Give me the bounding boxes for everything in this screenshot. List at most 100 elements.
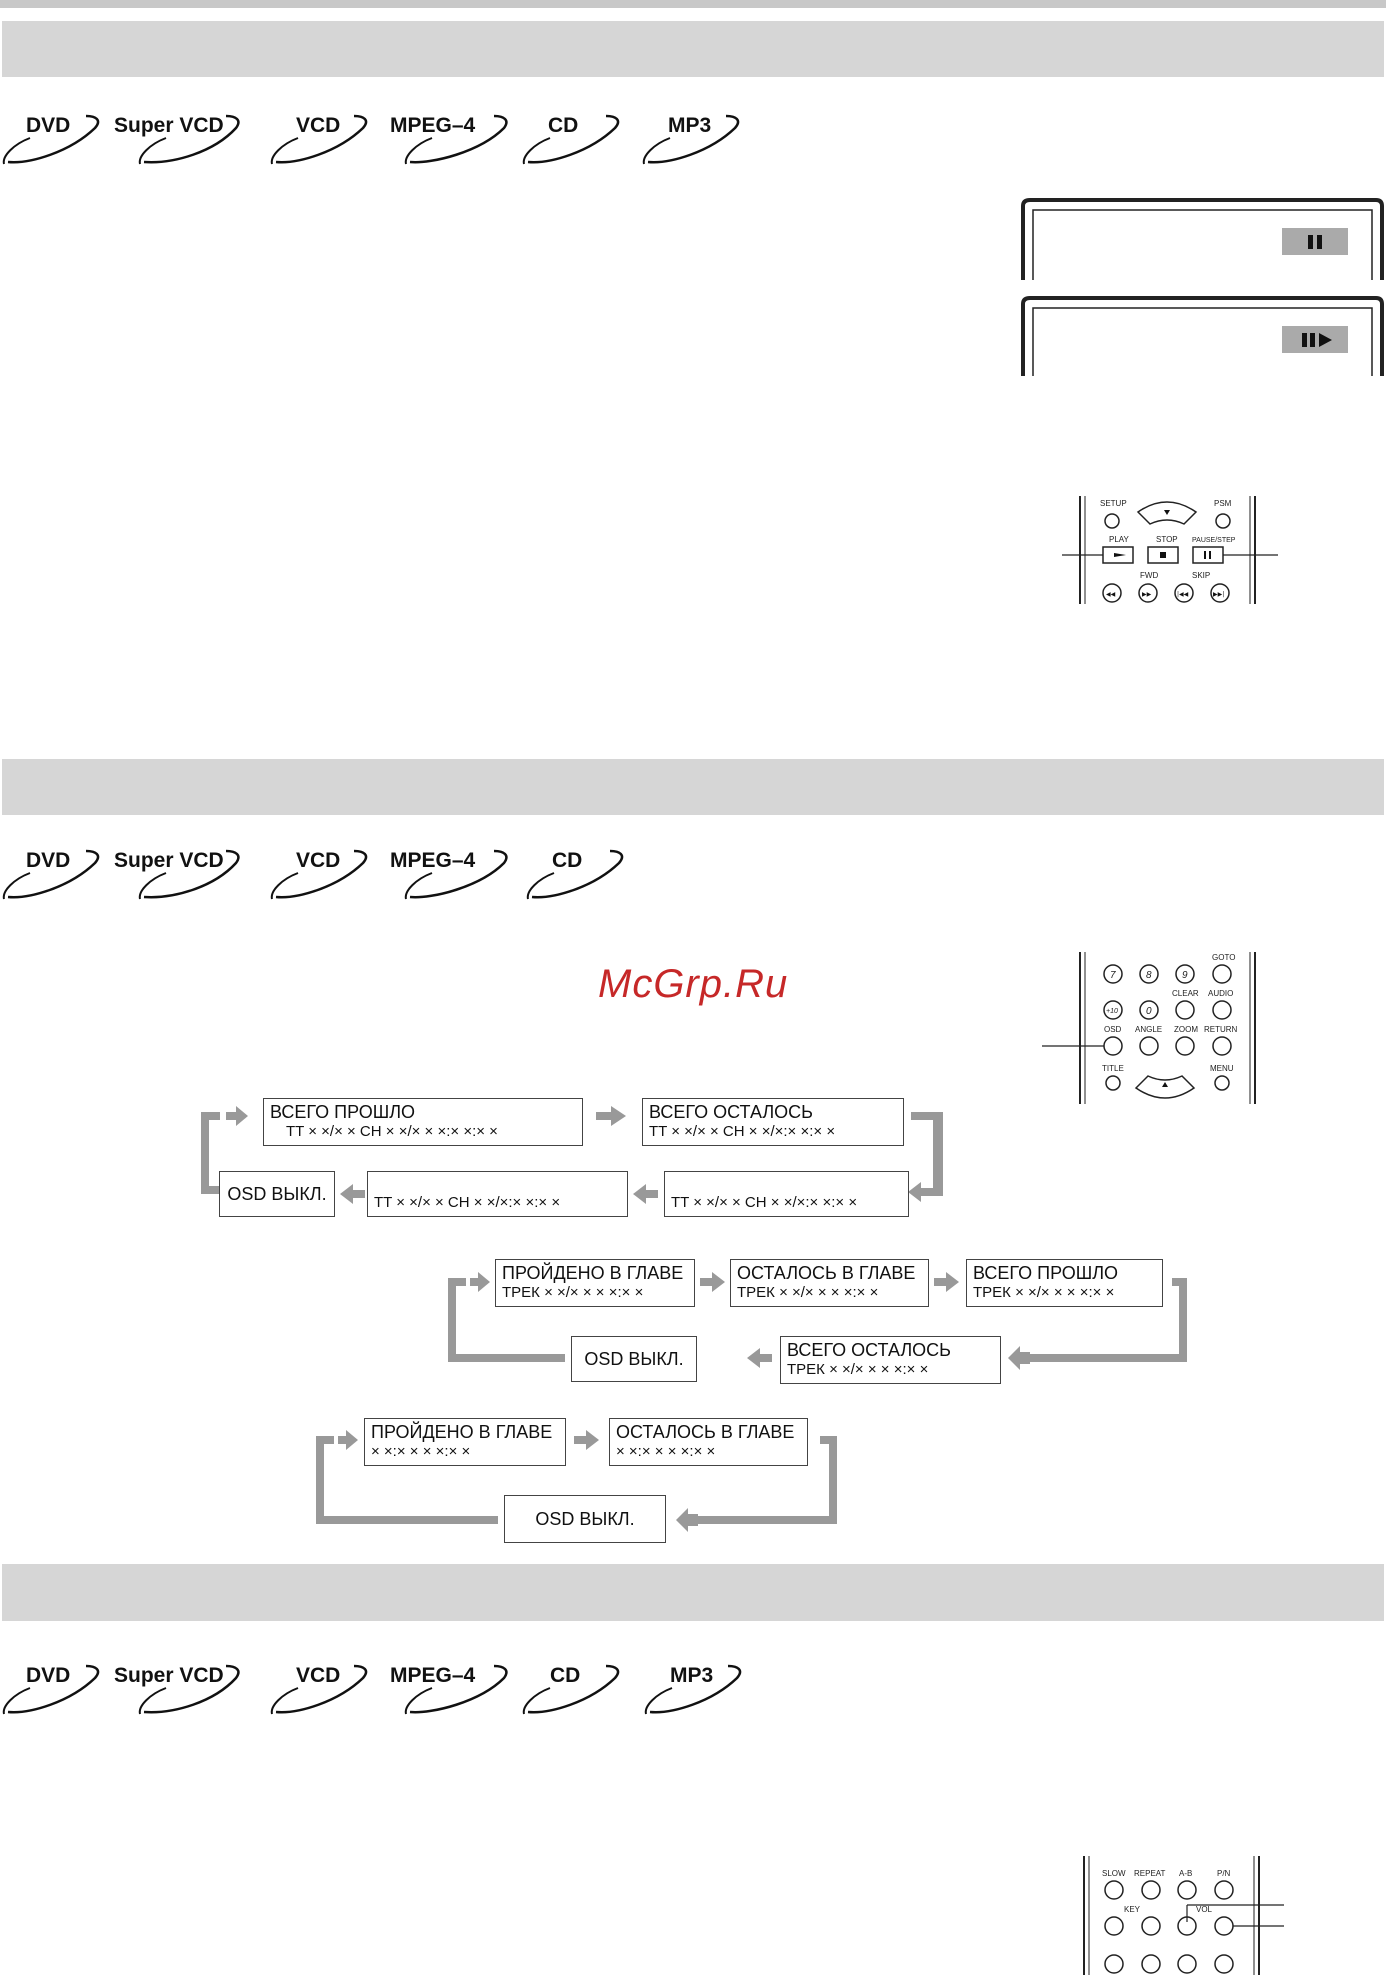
osd-box-total-elapsed: ВСЕГО ПРОШЛО ТРЕК × ×/× × × ×:× × bbox=[966, 1259, 1163, 1307]
key-0-label: 0 bbox=[1146, 1006, 1152, 1017]
return-label: RETURN bbox=[1204, 1025, 1238, 1034]
format-label: MP3 bbox=[668, 114, 712, 137]
osd-box-value: ТРЕК × ×/× × × ×:× × bbox=[502, 1284, 644, 1301]
remote-control-playback: SETUP PSM PLAY STOP PAUSE/STEP FWD SKIP … bbox=[1062, 496, 1278, 604]
osd-box-total-elapsed: ВСЕГО ПРОШЛО TT × ×/× × CH × ×/× × ×:× ×… bbox=[263, 1098, 583, 1146]
stop-label: STOP bbox=[1156, 535, 1178, 544]
osd-box-title: ОСТАЛОСЬ В ГЛАВЕ bbox=[616, 1422, 795, 1442]
format-label: CD bbox=[548, 114, 579, 137]
osd-box-value: ТРЕК × ×/× × × ×:× × bbox=[737, 1284, 879, 1301]
format-logo-mpeg4: MPEG–4 bbox=[390, 108, 532, 178]
format-label: Super VCD bbox=[114, 114, 224, 137]
osd-box-off: OSD ВЫКЛ. bbox=[571, 1336, 697, 1382]
play-icon bbox=[1114, 553, 1126, 557]
format-label: MPEG–4 bbox=[390, 849, 476, 872]
osd-box-value: × ×:× × × ×:× × bbox=[371, 1443, 471, 1460]
vol-label: VOL bbox=[1196, 1905, 1213, 1914]
osd-box-value: ТРЕК × ×/× × × ×:× × bbox=[787, 1361, 929, 1378]
osd-box-title: ВСЕГО ОСТАЛОСЬ bbox=[787, 1340, 951, 1360]
repeat-label: REPEAT bbox=[1134, 1869, 1166, 1878]
osd-box-title: ВСЕГО ПРОШЛО bbox=[270, 1102, 416, 1122]
osd-box-value: TT × ×/× × CH × ×/×:× ×:× × bbox=[649, 1123, 836, 1140]
format-label: VCD bbox=[296, 114, 341, 137]
down-arrow-icon bbox=[1164, 510, 1170, 515]
osd-box-title: ПРОЙДЕНО В ГЛАВЕ bbox=[502, 1263, 684, 1283]
audio-label: AUDIO bbox=[1208, 989, 1233, 998]
tv-screen-pause bbox=[1021, 198, 1384, 280]
osd-box-value: × ×:× × × ×:× × bbox=[616, 1443, 716, 1460]
format-label: MPEG–4 bbox=[390, 1664, 476, 1687]
osd-box-title: ВСЕГО ПРОШЛО bbox=[973, 1263, 1119, 1283]
format-label: DVD bbox=[26, 114, 71, 137]
pause-icon bbox=[1204, 551, 1211, 559]
menu-label: MENU bbox=[1210, 1064, 1234, 1073]
format-logo-dvd: DVD bbox=[0, 108, 130, 178]
title-label: TITLE bbox=[1102, 1064, 1124, 1073]
section-3-header-band bbox=[2, 1564, 1384, 1621]
format-logo-mp3: MP3 bbox=[640, 108, 770, 178]
format-label: Super VCD bbox=[114, 1664, 224, 1687]
key-8-label: 8 bbox=[1146, 970, 1152, 981]
zoom-label: ZOOM bbox=[1174, 1025, 1198, 1034]
setup-label: SETUP bbox=[1100, 499, 1127, 508]
osd-box-chapter-elapsed: ПРОЙДЕНО В ГЛАВЕ × ×:× × × ×:× × bbox=[364, 1418, 566, 1466]
format-label: CD bbox=[550, 1664, 581, 1687]
format-logo-vcd: VCD bbox=[268, 1658, 398, 1728]
key-plus10-label: +10 bbox=[1106, 1008, 1118, 1015]
osd-box-title: ПРОЙДЕНО В ГЛАВЕ bbox=[371, 1422, 553, 1442]
angle-label: ANGLE bbox=[1135, 1025, 1162, 1034]
format-label: MP3 bbox=[670, 1664, 714, 1687]
osd-box-value: TT × ×/× × CH × ×/×:× ×:× × bbox=[374, 1194, 561, 1211]
section-1-header-band bbox=[2, 21, 1384, 77]
format-logo-super-vcd: Super VCD bbox=[114, 1658, 244, 1728]
osd-box-chapter-remaining: ОСТАЛОСЬ В ГЛАВЕ × ×:× × × ×:× × bbox=[609, 1418, 808, 1466]
remote-control-osd: GOTO CLEAR AUDIO OSD ANGLE ZOOM RETURN T… bbox=[1042, 952, 1256, 1104]
format-logo-mpeg4: MPEG–4 bbox=[390, 843, 532, 913]
format-logo-dvd: DVD bbox=[0, 1658, 130, 1728]
key-label: KEY bbox=[1124, 1905, 1141, 1914]
format-label: MPEG–4 bbox=[390, 114, 476, 137]
osd-box-off: OSD ВЫКЛ. bbox=[504, 1495, 666, 1543]
ab-label: A-B bbox=[1179, 1869, 1192, 1878]
key-9-label: 9 bbox=[1182, 970, 1188, 981]
osd-box-title: OSD ВЫКЛ. bbox=[535, 1508, 635, 1529]
format-label: VCD bbox=[296, 1664, 341, 1687]
osd-box-value: ТРЕК × ×/× × × ×:× × bbox=[973, 1284, 1115, 1301]
format-logo-mp3: MP3 bbox=[642, 1658, 772, 1728]
osd-box-chapter-remaining: TT × ×/× × CH × ×/×:× ×:× × bbox=[664, 1171, 909, 1217]
format-logo-vcd: VCD bbox=[268, 843, 398, 913]
slow-label: SLOW bbox=[1102, 1869, 1126, 1878]
format-logo-super-vcd: Super VCD bbox=[114, 843, 244, 913]
step-icon bbox=[1302, 333, 1332, 347]
fast-forward-icon: ▶▶ bbox=[1142, 591, 1152, 598]
format-label: Super VCD bbox=[114, 849, 224, 872]
fwd-label: FWD bbox=[1140, 571, 1158, 580]
skip-back-icon: |◀◀ bbox=[1177, 591, 1189, 598]
rewind-icon: ◀◀ bbox=[1106, 591, 1116, 598]
format-logo-vcd: VCD bbox=[268, 108, 398, 178]
format-logo-mpeg4: MPEG–4 bbox=[390, 1658, 532, 1728]
osd-box-chapter-elapsed: ПРОЙДЕНО В ГЛАВЕ ТРЕК × ×/× × × ×:× × bbox=[495, 1259, 695, 1307]
format-logo-cd: CD bbox=[524, 843, 654, 913]
format-logo-super-vcd: Super VCD bbox=[114, 108, 244, 178]
watermark: McGrp.Ru bbox=[598, 962, 789, 1006]
format-logo-dvd: DVD bbox=[0, 843, 130, 913]
key-7-label: 7 bbox=[1110, 970, 1116, 981]
osd-box-value: TT × ×/× × CH × ×/× × ×:× ×:× × bbox=[286, 1123, 498, 1140]
skip-label: SKIP bbox=[1192, 571, 1210, 580]
osd-box-value: TT × ×/× × CH × ×/×:× ×:× × bbox=[671, 1194, 858, 1211]
format-label: VCD bbox=[296, 849, 341, 872]
section-2-header-band bbox=[2, 759, 1384, 815]
pause-icon bbox=[1308, 235, 1322, 249]
play-label: PLAY bbox=[1109, 535, 1130, 544]
clear-label: CLEAR bbox=[1172, 989, 1199, 998]
format-label: DVD bbox=[26, 1664, 71, 1687]
format-label: DVD bbox=[26, 849, 71, 872]
remote-control-volume: SLOW REPEAT A-B P/N KEY VOL bbox=[1083, 1856, 1284, 1975]
up-arrow-icon bbox=[1162, 1082, 1168, 1087]
osd-label: OSD bbox=[1104, 1025, 1122, 1034]
psm-label: PSM bbox=[1214, 499, 1232, 508]
osd-box-title: ОСТАЛОСЬ В ГЛАВЕ bbox=[737, 1263, 916, 1283]
skip-forward-icon: ▶▶| bbox=[1213, 591, 1224, 598]
